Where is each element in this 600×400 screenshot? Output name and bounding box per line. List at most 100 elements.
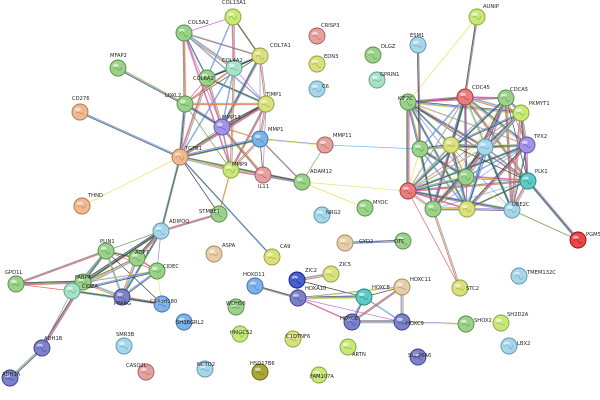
node-fam107a[interactable]: FAM107A [310, 366, 334, 384]
node-circle[interactable] [251, 130, 269, 148]
node-circle[interactable] [316, 136, 334, 154]
node-circle[interactable] [109, 59, 127, 77]
node-circle[interactable] [364, 46, 382, 64]
node-mmp9[interactable]: MMP9 [222, 161, 247, 179]
node-aqp7[interactable]: AQP7 [128, 249, 149, 267]
node-pkmyt1[interactable]: PKMYT1 [512, 101, 550, 122]
node-circle[interactable] [293, 173, 311, 191]
node-circle[interactable] [289, 289, 307, 307]
node-circle[interactable] [308, 55, 326, 73]
node-circle[interactable] [224, 8, 242, 26]
node-hub3[interactable] [442, 136, 460, 154]
node-lbx2[interactable]: LBX2 [500, 337, 530, 355]
node-circle[interactable] [322, 265, 340, 283]
node-circle[interactable] [175, 24, 193, 42]
node-il11[interactable]: IL11 [254, 166, 272, 190]
node-artn[interactable]: ARTN [339, 338, 366, 358]
node-hoxc8[interactable]: HOXC8 [355, 285, 390, 306]
node-loxl2[interactable]: LOXL2 [165, 93, 194, 113]
node-circle[interactable] [63, 282, 81, 300]
node-stmbe1[interactable]: STMBE1 [199, 205, 228, 223]
node-hoxd11[interactable]: HOXD11 [243, 272, 265, 295]
node-wdhs6[interactable]: WDHS6 [226, 298, 246, 316]
node-mfap2[interactable]: MFAP2 [109, 53, 127, 77]
node-crisp3[interactable]: CRISP3 [308, 23, 339, 45]
node-hoxc9[interactable]: HOXC9 [393, 313, 424, 331]
node-kif2c[interactable]: KIF2C [398, 93, 417, 111]
node-hub7[interactable] [424, 200, 442, 218]
node-circle[interactable] [458, 200, 476, 218]
node-hub4[interactable] [457, 168, 475, 186]
node-ca9[interactable]: CA9 [263, 244, 290, 266]
node-col5a2[interactable]: COL5A2 [175, 20, 209, 42]
node-col6a2[interactable]: COL6A2 [193, 69, 216, 87]
node-circle[interactable] [519, 172, 537, 190]
node-stc2[interactable]: STC2 [451, 279, 479, 297]
node-gpd1l[interactable]: GPD1L [5, 270, 25, 293]
node-cdca5[interactable]: CDCA5 [497, 87, 528, 107]
node-ncto2[interactable]: NCTO2 [196, 360, 215, 378]
node-aspa[interactable]: ASPA [205, 243, 236, 263]
node-c6[interactable]: C6 [308, 80, 329, 98]
node-circle[interactable] [424, 200, 442, 218]
node-cidec[interactable]: CIDEC [148, 262, 179, 280]
node-circle[interactable] [393, 278, 411, 296]
node-circle[interactable] [254, 166, 272, 184]
node-circle[interactable] [399, 182, 417, 200]
node-pparg[interactable]: PPARG [113, 288, 131, 307]
node-circle[interactable] [308, 27, 326, 45]
node-zic5[interactable]: ZIC5 [322, 262, 351, 283]
node-circle[interactable] [500, 337, 518, 355]
node-cdc45[interactable]: CDC45 [456, 85, 490, 106]
node-mmp1[interactable]: MMP1 [251, 127, 283, 148]
node-aunip[interactable]: AUNIP [468, 4, 499, 26]
node-hoxc6[interactable]: HOXC6 [340, 313, 361, 331]
node-circle[interactable] [356, 199, 374, 217]
node-hoxa10[interactable]: HOXA10 [289, 286, 326, 307]
node-fabp4[interactable]: FABP4 [74, 273, 92, 291]
node-dlgz[interactable]: DLGZ [364, 44, 396, 64]
node-circle[interactable] [288, 271, 306, 289]
node-hub2[interactable] [476, 138, 494, 156]
node-circle[interactable] [510, 267, 528, 285]
node-circle[interactable] [7, 275, 25, 293]
node-sh2d2a[interactable]: SH2D2A [492, 312, 529, 332]
node-adipoq[interactable]: ADIPOQ [152, 219, 189, 240]
node-circle[interactable] [468, 8, 486, 26]
node-circle[interactable] [251, 47, 269, 65]
node-circle[interactable] [569, 231, 587, 249]
node-nrg2[interactable]: NRG2 [313, 206, 341, 224]
node-c1qtnf6[interactable]: C1QTNF6 [284, 330, 310, 348]
node-circle[interactable] [97, 242, 115, 260]
node-shox2[interactable]: SHOX2 [457, 315, 492, 333]
node-pgm5[interactable]: PGM5 [569, 231, 600, 249]
node-adam12[interactable]: ADAM12 [293, 169, 332, 191]
node-circle[interactable] [518, 136, 536, 154]
node-tmem132c[interactable]: TMEM132C [510, 267, 556, 285]
node-circle[interactable] [213, 118, 231, 136]
node-plk1[interactable]: PLK1 [519, 169, 548, 190]
node-circle[interactable] [409, 36, 427, 54]
node-c14orf180[interactable]: C14orf180 [150, 295, 177, 313]
node-adh1b[interactable]: ADH1B [33, 336, 63, 357]
node-gyd2[interactable]: GYD2 [336, 234, 373, 252]
node-circle[interactable] [411, 140, 429, 158]
node-circle[interactable] [73, 197, 91, 215]
node-smr3b[interactable]: SMR3B [115, 332, 135, 355]
node-zic2[interactable]: ZIC2 [288, 268, 317, 289]
node-circle[interactable] [115, 337, 133, 355]
node-casq2l[interactable]: CASQ2L [126, 363, 155, 381]
node-circle[interactable] [33, 339, 51, 357]
node-circle[interactable] [456, 88, 474, 106]
node-cd276[interactable]: CD276 [71, 96, 90, 121]
node-circle[interactable] [442, 136, 460, 154]
node-esm1[interactable]: ESM1 [409, 33, 427, 54]
node-edn3[interactable]: EDN3 [308, 54, 338, 73]
node-circle[interactable] [457, 315, 475, 333]
node-circle[interactable] [457, 168, 475, 186]
node-tpx2[interactable]: TPX2 [518, 134, 547, 154]
node-circle[interactable] [476, 138, 494, 156]
node-plin1[interactable]: PLIN1 [97, 239, 115, 260]
node-circle[interactable] [257, 95, 275, 113]
node-col7a1[interactable]: COL7A1 [251, 43, 291, 65]
